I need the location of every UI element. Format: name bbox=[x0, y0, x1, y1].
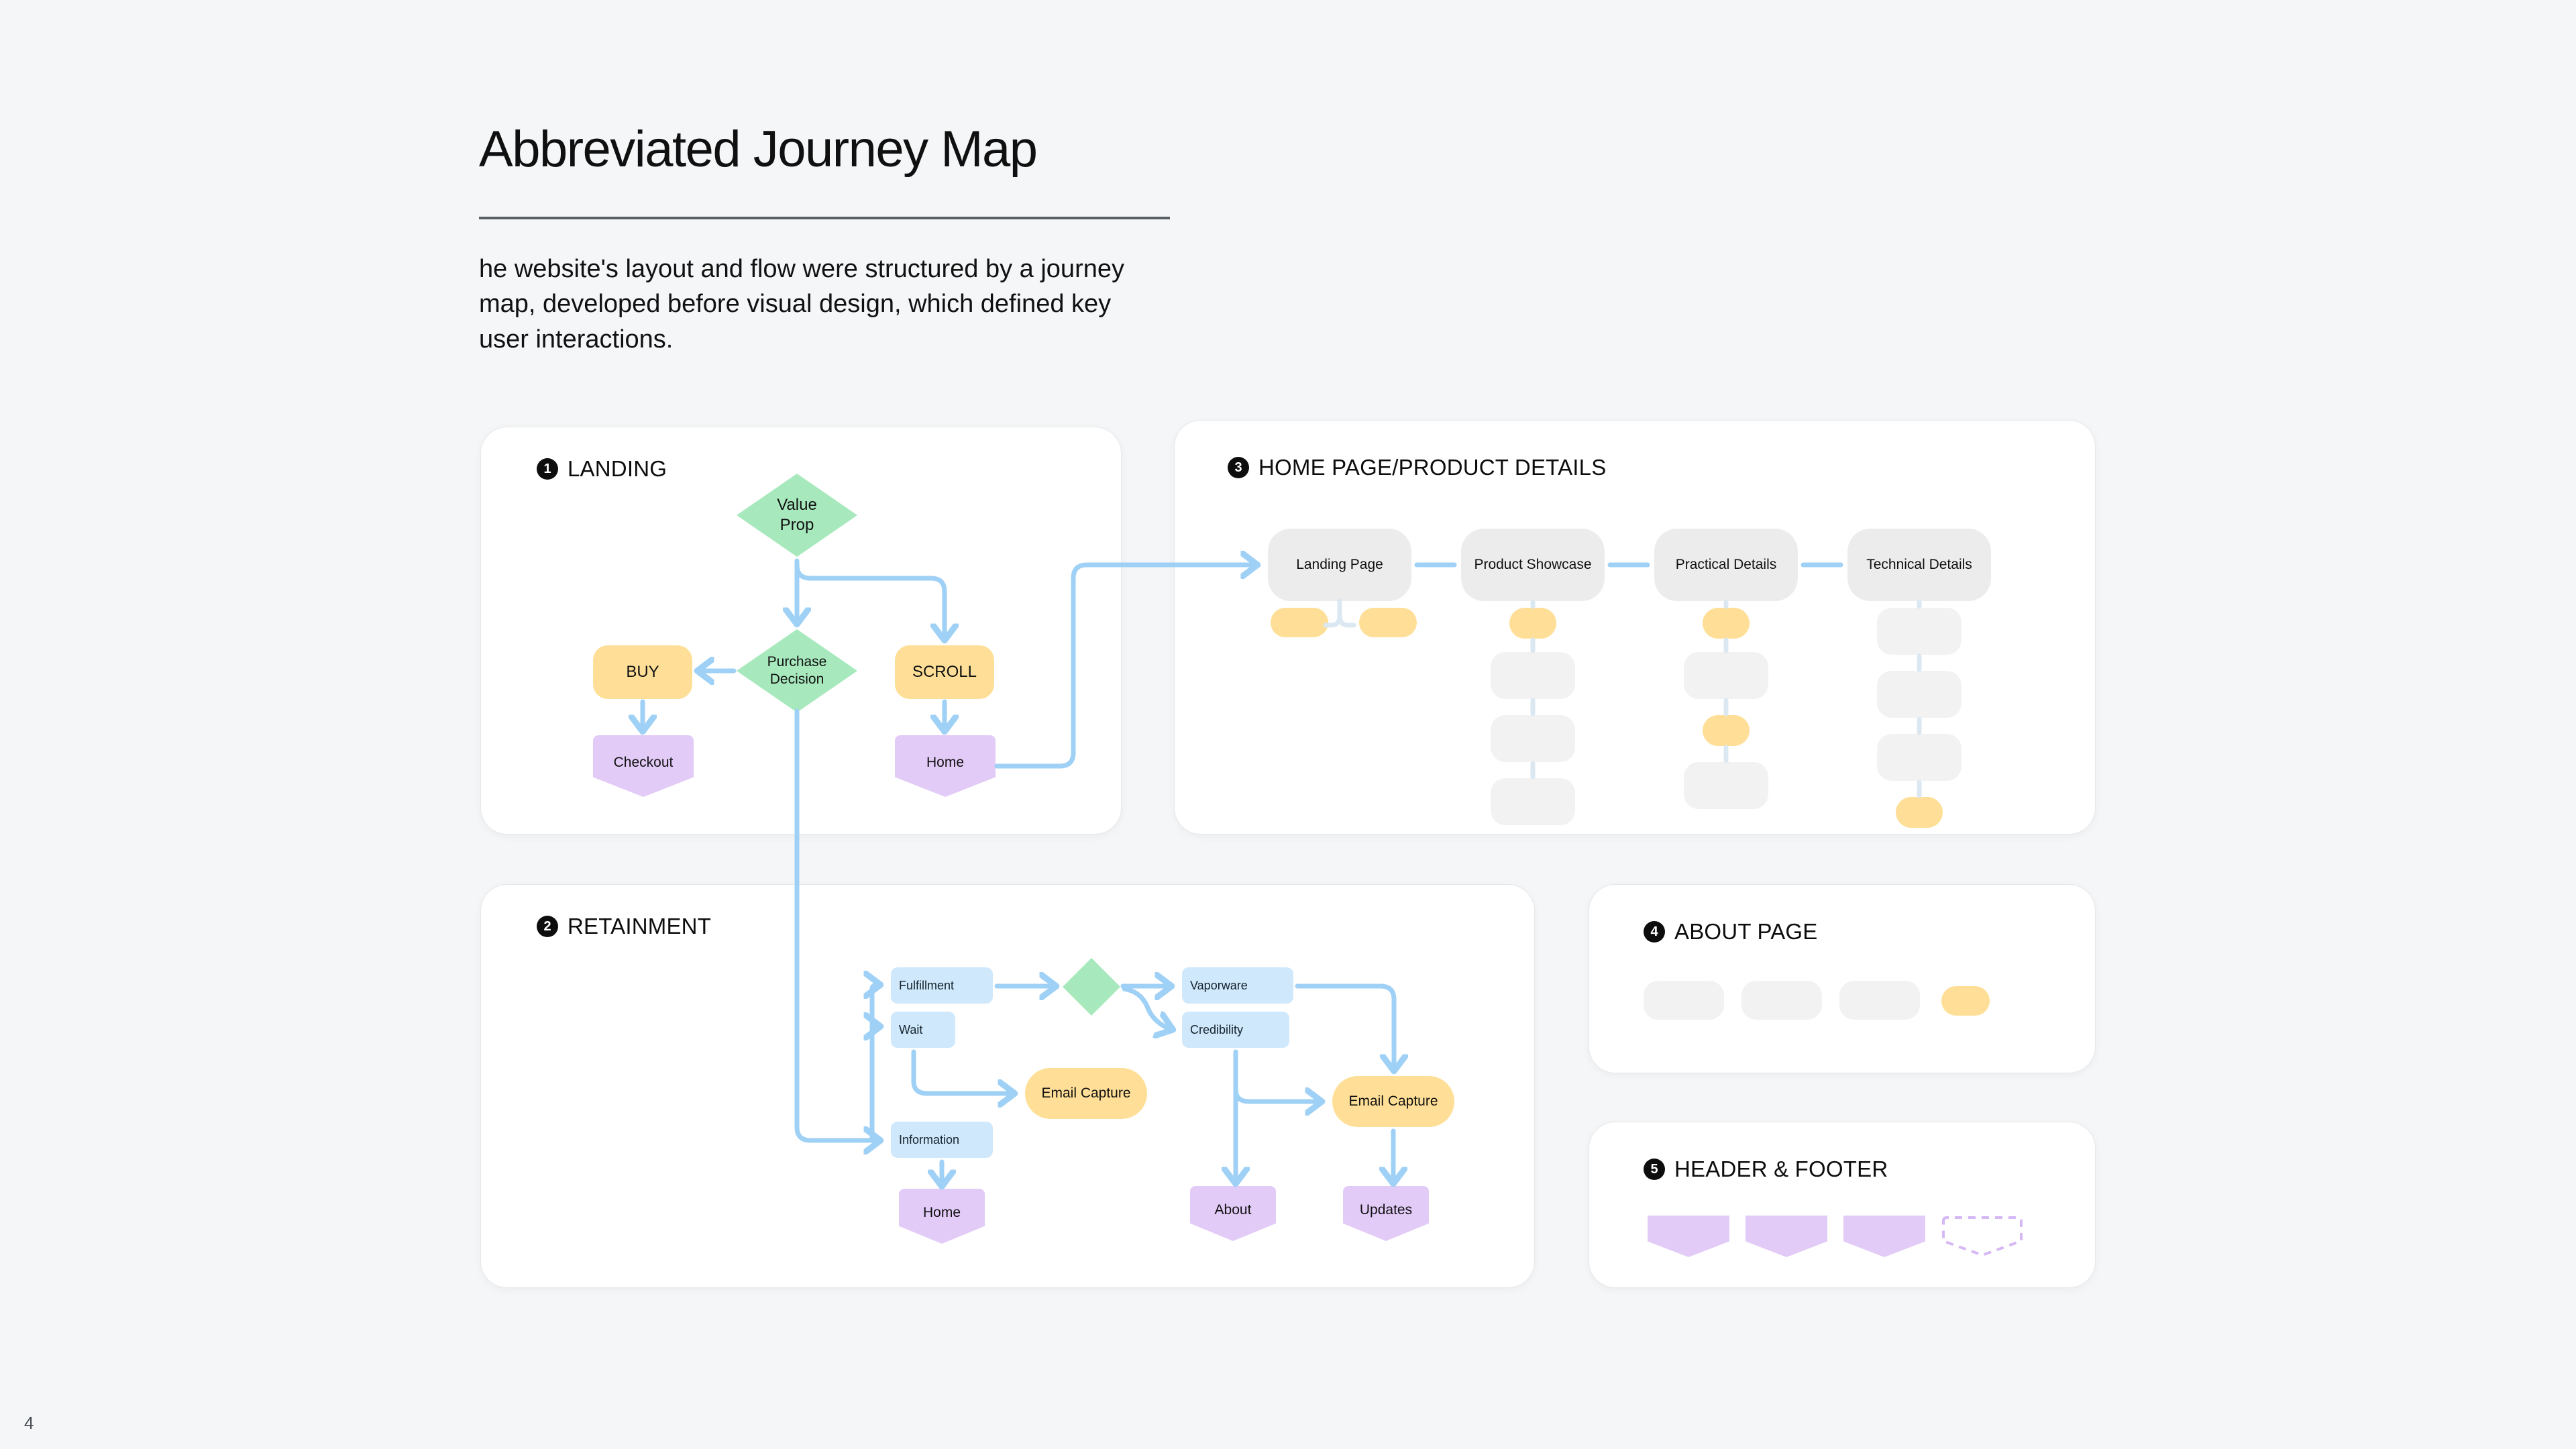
node-technical-details-label: Technical Details bbox=[1866, 556, 1972, 572]
chain-block-showcase-2[interactable] bbox=[1491, 652, 1575, 699]
page-header: Abbreviated Journey Map he website's lay… bbox=[479, 124, 1217, 357]
node-email-capture-1[interactable]: Email Capture bbox=[1025, 1068, 1147, 1119]
node-buy[interactable]: BUY bbox=[593, 645, 692, 699]
chain-block-showcase-4[interactable] bbox=[1491, 778, 1575, 825]
chain-block-technical-2[interactable] bbox=[1877, 671, 1962, 718]
panel-badge: 2 bbox=[537, 916, 558, 937]
node-product-showcase-label: Product Showcase bbox=[1474, 556, 1592, 572]
node-fulfillment-label: Fulfillment bbox=[899, 978, 955, 992]
panel-home-title: HOME PAGE/PRODUCT DETAILS bbox=[1258, 455, 1607, 480]
panel-badge: 1 bbox=[537, 458, 558, 480]
node-vaporware-label: Vaporware bbox=[1190, 978, 1248, 992]
page-title: Abbreviated Journey Map bbox=[479, 121, 1038, 178]
panel-badge: 3 bbox=[1228, 457, 1249, 478]
node-about-label: About bbox=[1214, 1201, 1252, 1218]
node-information-label: Information bbox=[899, 1132, 960, 1146]
node-technical-details[interactable]: Technical Details bbox=[1847, 529, 1991, 601]
node-scroll-label: SCROLL bbox=[912, 663, 977, 681]
intro-paragraph: he website's layout and flow were struct… bbox=[479, 255, 1124, 354]
node-updates-label: Updates bbox=[1359, 1201, 1413, 1218]
node-email-capture-2-label: Email Capture bbox=[1348, 1093, 1438, 1109]
chain-block-technical-3[interactable] bbox=[1877, 734, 1962, 781]
panel-badge: 5 bbox=[1644, 1159, 1665, 1180]
panel-headfoot-header: 5 HEADER & FOOTER bbox=[1644, 1157, 1888, 1182]
chain-block-practical-3[interactable] bbox=[1703, 715, 1750, 746]
chain-block-practical-2[interactable] bbox=[1684, 652, 1768, 699]
node-checkout-label: Checkout bbox=[613, 754, 674, 770]
node-email-capture-2[interactable]: Email Capture bbox=[1332, 1076, 1454, 1127]
node-scroll[interactable]: SCROLL bbox=[895, 645, 994, 699]
panel-retainment-title: RETAINMENT bbox=[568, 914, 712, 938]
panel-badge: 4 bbox=[1644, 921, 1665, 943]
panel-landing-header: 1 LANDING bbox=[537, 456, 667, 482]
node-wait[interactable]: Wait bbox=[891, 1012, 955, 1048]
headfoot-block-4-dashed[interactable] bbox=[1941, 1216, 2023, 1257]
chain-block-technical-4[interactable] bbox=[1896, 797, 1943, 828]
panel-header-footer bbox=[1589, 1122, 2096, 1288]
node-practical-details-label: Practical Details bbox=[1675, 556, 1777, 572]
about-block-4[interactable] bbox=[1941, 986, 1990, 1016]
node-landing-page[interactable]: Landing Page bbox=[1268, 529, 1411, 601]
chain-block-landing-2[interactable] bbox=[1359, 608, 1417, 637]
node-home-retainment-label: Home bbox=[922, 1204, 961, 1220]
node-home-landing-label: Home bbox=[926, 754, 965, 770]
node-fulfillment[interactable]: Fulfillment bbox=[891, 967, 993, 1004]
about-block-2[interactable] bbox=[1741, 981, 1822, 1020]
node-product-showcase[interactable]: Product Showcase bbox=[1461, 529, 1605, 601]
panel-about-page bbox=[1589, 884, 2096, 1073]
node-landing-page-label: Landing Page bbox=[1296, 556, 1383, 572]
panel-home-header: 3 HOME PAGE/PRODUCT DETAILS bbox=[1228, 455, 1606, 480]
node-information[interactable]: Information bbox=[891, 1122, 993, 1158]
panel-retainment-header: 2 RETAINMENT bbox=[537, 914, 711, 939]
panel-landing-title: LANDING bbox=[568, 456, 667, 481]
node-email-capture-1-label: Email Capture bbox=[1041, 1085, 1131, 1101]
chain-block-technical-1[interactable] bbox=[1877, 608, 1962, 655]
page-number: 4 bbox=[24, 1413, 34, 1433]
chain-block-landing-1[interactable] bbox=[1271, 608, 1328, 637]
chain-block-practical-4[interactable] bbox=[1684, 762, 1768, 809]
panel-about-header: 4 ABOUT PAGE bbox=[1644, 919, 1818, 945]
header-divider bbox=[479, 217, 1170, 219]
chain-block-showcase-1[interactable] bbox=[1509, 608, 1556, 639]
node-credibility-label: Credibility bbox=[1190, 1022, 1244, 1036]
node-wait-label: Wait bbox=[899, 1022, 923, 1036]
node-practical-details[interactable]: Practical Details bbox=[1654, 529, 1798, 601]
about-block-1[interactable] bbox=[1644, 981, 1724, 1020]
chain-block-showcase-3[interactable] bbox=[1491, 715, 1575, 762]
chain-block-practical-1[interactable] bbox=[1703, 608, 1750, 639]
panel-about-title: ABOUT PAGE bbox=[1674, 919, 1818, 944]
panel-headfoot-title: HEADER & FOOTER bbox=[1674, 1157, 1888, 1181]
node-buy-label: BUY bbox=[626, 663, 659, 681]
node-vaporware[interactable]: Vaporware bbox=[1182, 967, 1293, 1004]
node-credibility[interactable]: Credibility bbox=[1182, 1012, 1289, 1048]
about-block-3[interactable] bbox=[1839, 981, 1920, 1020]
